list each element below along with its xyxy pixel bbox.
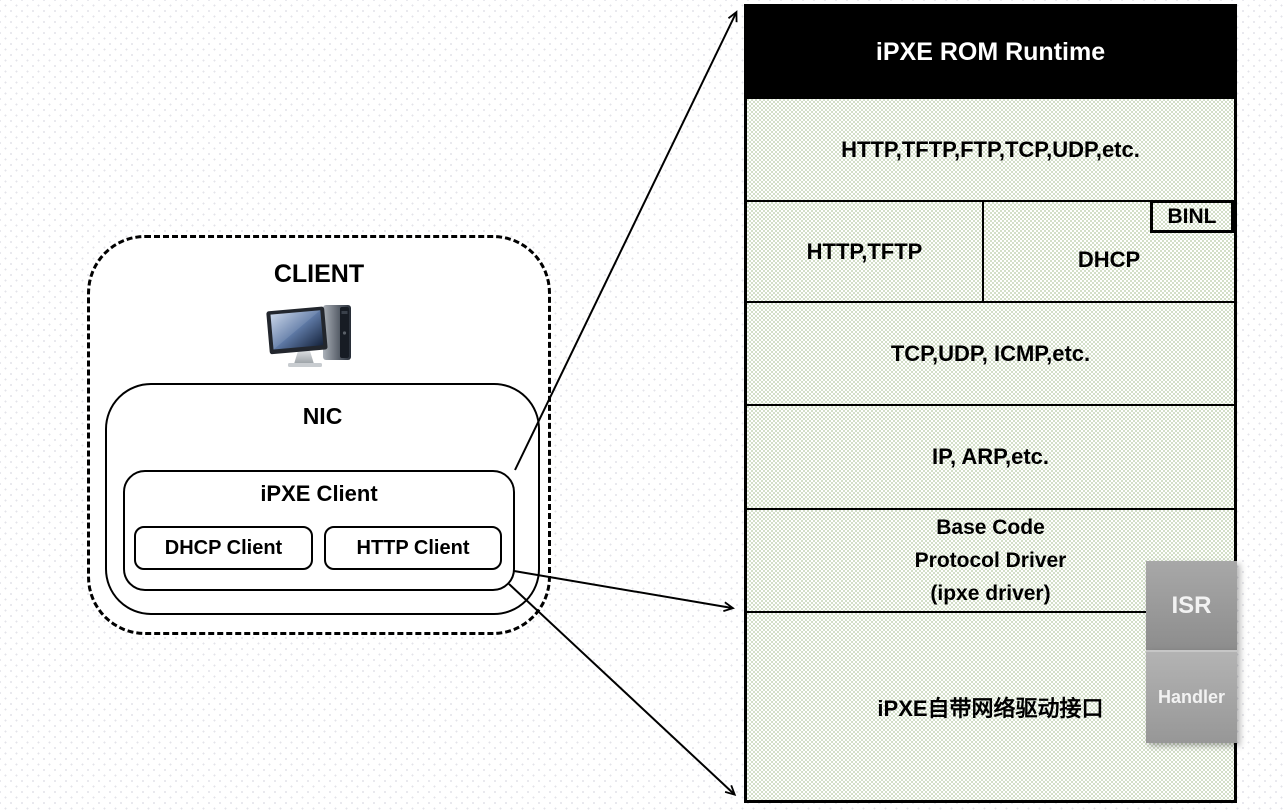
binl-box: BINL (1150, 200, 1234, 233)
stack-header: iPXE ROM Runtime (747, 7, 1234, 97)
http-client-box: HTTP Client (324, 526, 502, 570)
handler-label: Handler (1157, 687, 1226, 707)
layer-network: IP, ARP,etc. (747, 404, 1234, 508)
arrow-client-to-stack-bottom (508, 583, 737, 797)
layer-driver-interface-label: iPXE自带网络驱动接口 (877, 695, 1104, 721)
base-code-line-1: Base Code (936, 516, 1045, 539)
layer-transfer-right-label: DHCP (1077, 246, 1141, 272)
layer-network-label: IP, ARP,etc. (932, 444, 1049, 469)
layer-transport-label: TCP,UDP, ICMP,etc. (890, 340, 1091, 366)
stack-header-title: iPXE ROM Runtime (875, 37, 1106, 66)
base-code-line-3: (ipxe driver) (930, 582, 1051, 605)
layer-application: HTTP,TFTP,FTP,TCP,UDP,etc. (747, 97, 1234, 200)
layer-application-label: HTTP,TFTP,FTP,TCP,UDP,etc. (841, 136, 1140, 162)
layer-base-code: Base Code Protocol Driver (ipxe driver) (747, 508, 1234, 611)
http-client-label: HTTP Client (356, 536, 470, 559)
layer-transfer-left-label: HTTP,TFTP (806, 238, 923, 264)
client-title: CLIENT (273, 260, 365, 288)
handler-box: Handler (1146, 650, 1237, 743)
layer-transport: TCP,UDP, ICMP,etc. (747, 301, 1234, 404)
computer-tower (323, 305, 351, 360)
binl-label: BINL (1167, 204, 1217, 228)
dhcp-client-box: DHCP Client (134, 526, 313, 570)
nic-label: NIC (302, 403, 343, 429)
dhcp-client-label: DHCP Client (164, 536, 283, 559)
isr-label: ISR (1171, 591, 1212, 619)
ipxe-rom-stack: iPXE ROM Runtime HTTP,TFTP,FTP,TCP,UDP,e… (744, 4, 1237, 803)
ipxe-client-label: iPXE Client (260, 481, 378, 506)
layer-transfer-left-cell: HTTP,TFTP (747, 202, 984, 301)
isr-box: ISR (1146, 561, 1237, 650)
desktop-computer-icon (266, 305, 351, 367)
layer-transfer: HTTP,TFTP DHCP BINL (747, 200, 1234, 301)
base-code-line-2: Protocol Driver (914, 549, 1067, 572)
computer-monitor (266, 306, 328, 355)
computer-stand (288, 351, 322, 367)
layer-transfer-right-cell: DHCP BINL (984, 200, 1234, 301)
